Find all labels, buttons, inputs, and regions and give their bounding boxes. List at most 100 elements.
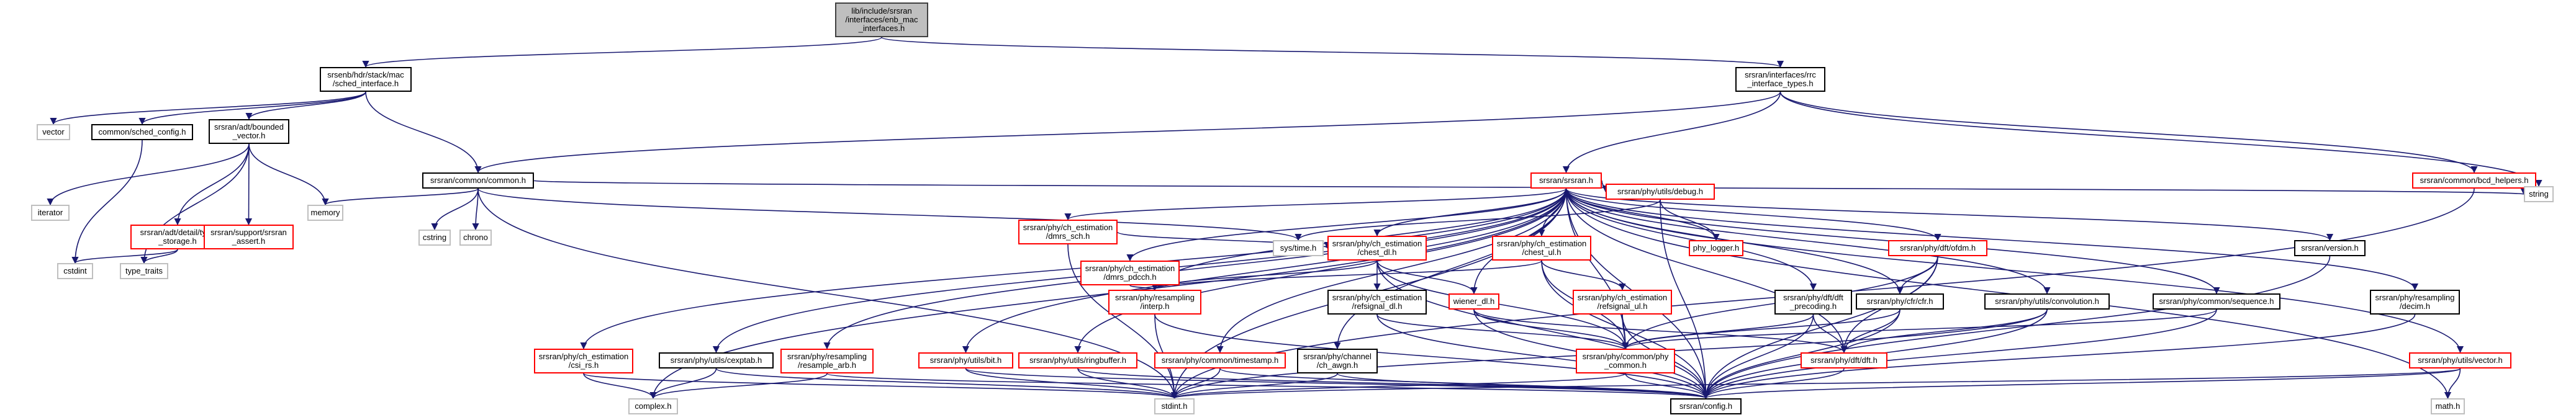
- edge-bit_h-to-stdint_h: [965, 368, 1178, 400]
- edge-bounded_vector-to-type_storage: [174, 143, 250, 226]
- edge-interp_h-to-config_h: [1154, 314, 1709, 400]
- edge-ringbuffer-to-stdint_h: [1077, 368, 1178, 400]
- node-vector-h[interactable]: srsran/phy/utils/vector.h: [2409, 352, 2511, 369]
- edge-common_h-to-string: [533, 180, 2526, 195]
- node-sched-interface[interactable]: srsenb/hdr/stack/mac /sched_interface.h: [320, 67, 412, 92]
- edge-srsran_h-to-dmrs_sch: [1064, 188, 1567, 221]
- node-phy-common[interactable]: srsran/phy/common/phy _common.h: [1576, 349, 1675, 373]
- edge-ch_awgn-to-stdint_h: [1171, 373, 1338, 400]
- edge-resample_arb-to-config_h: [826, 373, 1709, 400]
- edge-mac_types-to-bcd_helpers: [1779, 91, 2478, 174]
- node-refsignal-dl[interactable]: srsran/phy/ch_estimation /refsignal_dl.h: [1327, 290, 1427, 315]
- node-dmrs-pdcch[interactable]: srsran/phy/ch_estimation /dmrs_pdcch.h: [1080, 261, 1180, 285]
- edge-srsran_h-to-debug_h: [1601, 180, 1609, 193]
- edge-wiener_dl-to-phy_common: [1473, 309, 1629, 350]
- edge-sched_interface-to-vector: [50, 91, 366, 125]
- edge-mac_types-to-srsran_h: [1562, 91, 1781, 174]
- node-sched-config[interactable]: common/sched_config.h: [91, 124, 193, 140]
- edge-cfr_h-to-phy_common: [1622, 309, 1900, 350]
- edge-resample_arb-to-complex_h: [649, 373, 828, 400]
- edge-ch_awgn-to-config_h: [1337, 373, 1709, 400]
- node-debug-h[interactable]: srsran/phy/utils/debug.h: [1606, 184, 1715, 200]
- edge-ofdm_h-to-config_h: [1702, 256, 1938, 400]
- edge-dft_precoding-to-config_h: [1702, 314, 1814, 400]
- node-common-h[interactable]: srsran/common/common.h: [422, 172, 534, 189]
- node-type-traits[interactable]: type_traits: [120, 263, 168, 279]
- edge-srsran_h-to-chest_dl: [1373, 188, 1567, 237]
- node-dmrs-sch[interactable]: srsran/phy/ch_estimation /dmrs_sch.h: [1018, 220, 1118, 244]
- node-stdint-h[interactable]: stdint.h: [1154, 398, 1195, 414]
- edge-mac_types-to-string: [1779, 91, 2542, 187]
- node-chrono[interactable]: chrono: [459, 230, 492, 246]
- edge-srsran_h-to-ofdm_h: [1565, 188, 1941, 241]
- node-timestamp[interactable]: srsran/phy/common/timestamp.h: [1154, 352, 1286, 369]
- node-refsignal-ul[interactable]: srsran/phy/ch_estimation /refsignal_ul.h: [1573, 290, 1672, 315]
- node-cfr-h[interactable]: srsran/phy/cfr/cfr.h: [1856, 293, 1944, 310]
- edge-srsran_h-to-ringbuffer: [1074, 188, 1567, 354]
- node-wiener-dl[interactable]: wiener_dl.h: [1448, 293, 1499, 310]
- node-chest-ul[interactable]: srsran/phy/ch_estimation /chest_ul.h: [1492, 236, 1591, 261]
- edge-version_h-to-config_h: [1702, 256, 2331, 400]
- edge-chest_dl-to-wiener_dl: [1376, 260, 1478, 295]
- node-version-h[interactable]: srsran/version.h: [2294, 240, 2366, 256]
- node-srsran-h[interactable]: srsran/srsran.h: [1530, 172, 1602, 189]
- edge-sequence_h-to-phy_common: [1622, 309, 2217, 350]
- edge-sched_interface-to-bounded_vector: [245, 91, 366, 120]
- edge-sched_interface-to-common_h: [365, 91, 482, 174]
- edge-chest_dl-to-config_h: [1376, 260, 1710, 400]
- node-rrc-interface-types[interactable]: srsran/interfaces/rrc _interface_types.h: [1735, 67, 1825, 92]
- edge-chest_dl-to-phy_common: [1376, 260, 1629, 350]
- node-srsran-assert[interactable]: srsran/support/srsran _assert.h: [204, 225, 294, 249]
- edge-srsran_h-to-dft_h: [1565, 188, 1848, 354]
- node-convolution-h[interactable]: srsran/phy/utils/convolution.h: [1984, 293, 2110, 310]
- node-vector[interactable]: vector: [37, 124, 70, 140]
- edge-refsignal_dl-to-phy_common: [1376, 314, 1629, 350]
- node-cexptab[interactable]: srsran/phy/utils/cexptab.h: [659, 352, 774, 369]
- node-cstring[interactable]: cstring: [418, 230, 451, 246]
- node-config-h[interactable]: srsran/config.h: [1670, 398, 1742, 414]
- edge-refsignal_dl-to-config_h: [1376, 314, 1710, 400]
- edge-bounded_vector-to-srsran_assert: [245, 143, 253, 226]
- edge-wiener_dl-to-dft_h: [1473, 309, 1848, 354]
- node-iterator[interactable]: iterator: [31, 205, 70, 221]
- node-dft-precoding[interactable]: srsran/phy/dft/dft _precoding.h: [1774, 290, 1852, 315]
- node-bounded-vector[interactable]: srsran/adt/bounded _vector.h: [209, 119, 289, 144]
- edge-srsran_h-to-phy_logger: [1565, 188, 1720, 241]
- node-root-header[interactable]: lib/include/srsran /interfaces/enb_mac _…: [835, 2, 928, 37]
- node-interp-h[interactable]: srsran/phy/resampling /interp.h: [1108, 290, 1201, 315]
- node-dft-h[interactable]: srsran/phy/dft/dft.h: [1801, 352, 1887, 369]
- node-resample-arb[interactable]: srsran/phy/resampling /resample_arb.h: [780, 349, 874, 373]
- node-memory[interactable]: memory: [307, 205, 343, 221]
- edge-srsran_h-to-ch_awgn: [1334, 188, 1567, 350]
- node-chest-dl[interactable]: srsran/phy/ch_estimation /chest_dl.h: [1327, 236, 1427, 261]
- edge-srsran_h-to-csi_rs: [580, 188, 1567, 350]
- node-sequence-h[interactable]: srsran/phy/common/sequence.h: [2153, 293, 2280, 310]
- edge-type_storage-to-type_traits: [140, 249, 178, 264]
- edge-common_h-to-sys_time: [477, 188, 1302, 241]
- node-sys-time[interactable]: sys/time.h: [1273, 240, 1324, 256]
- node-complex-h[interactable]: complex.h: [628, 398, 678, 414]
- node-ringbuffer[interactable]: srsran/phy/utils/ringbuffer.h: [1018, 352, 1137, 369]
- edge-dmrs_sch-to-stdint_h: [1067, 244, 1178, 400]
- node-ch-awgn[interactable]: srsran/phy/channel /ch_awgn.h: [1297, 349, 1378, 373]
- node-cstdint[interactable]: cstdint: [57, 263, 93, 279]
- edge-debug_h-to-phy_logger: [1660, 199, 1720, 241]
- node-math-h[interactable]: math.h: [2431, 398, 2465, 414]
- edge-mac_types-to-common_h: [474, 91, 1781, 174]
- edge-bounded_vector-to-memory: [248, 143, 329, 206]
- node-phy-logger[interactable]: phy_logger.h: [1689, 240, 1743, 256]
- node-bit-h[interactable]: srsran/phy/utils/bit.h: [918, 352, 1013, 369]
- edge-sched_config-to-cstdint: [71, 140, 143, 264]
- edge-debug_h-to-sys_time: [1295, 199, 1661, 241]
- edge-decim_h-to-config_h: [1702, 314, 2416, 400]
- node-string[interactable]: string: [2524, 186, 2554, 202]
- edge-root-to-mac_types: [881, 37, 1784, 68]
- edge-srsran_h-to-dmrs_pdcch: [1126, 188, 1567, 262]
- edge-srsran_h-to-decim_h: [1565, 188, 2418, 291]
- edge-vector_h-to-stdint_h: [1171, 368, 2461, 400]
- node-csi-rs[interactable]: srsran/phy/ch_estimation /csi_rs.h: [534, 349, 633, 373]
- node-bcd-helpers[interactable]: srsran/common/bcd_helpers.h: [2412, 172, 2536, 189]
- node-decim-h[interactable]: srsran/phy/resampling /decim.h: [2370, 290, 2460, 315]
- edge-common_h-to-cstring: [431, 188, 479, 231]
- node-ofdm-h[interactable]: srsran/phy/dft/ofdm.h: [1888, 240, 1987, 256]
